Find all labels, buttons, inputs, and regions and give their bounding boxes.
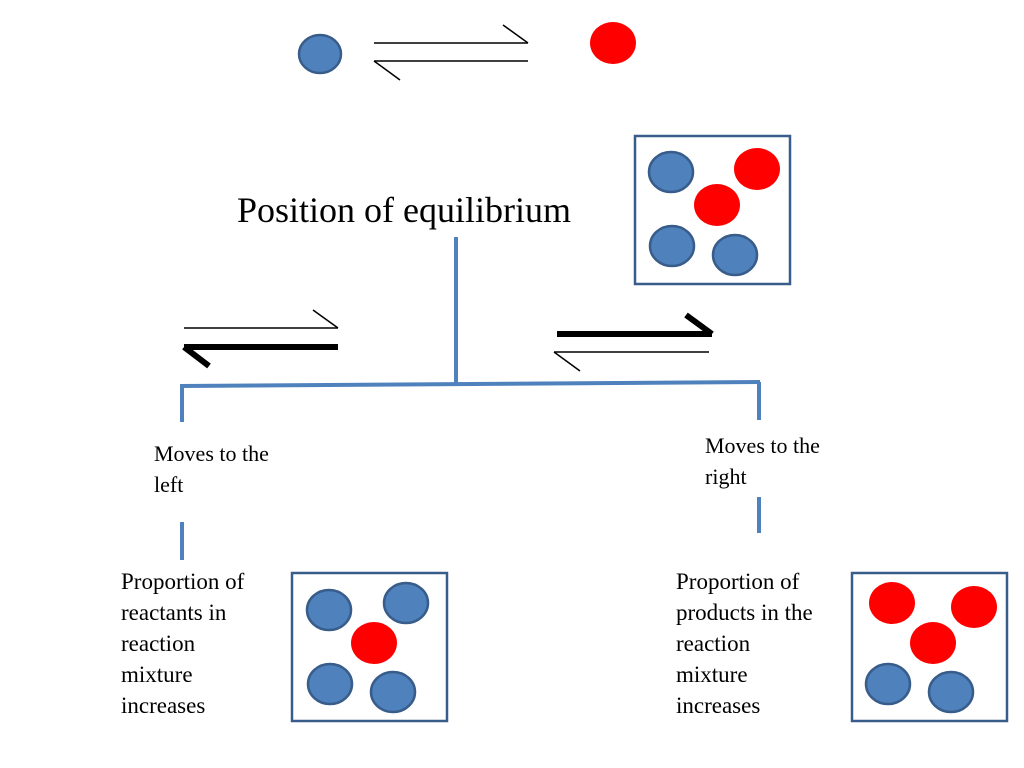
product-rich-box bbox=[850, 571, 1009, 723]
reactant-particle bbox=[927, 670, 975, 714]
reactant-increase-label: Proportion of reactants in reaction mixt… bbox=[121, 569, 245, 718]
product-particle bbox=[590, 22, 636, 64]
reactant-particle bbox=[369, 670, 417, 714]
branch-line bbox=[179, 380, 761, 388]
product-particle bbox=[351, 622, 397, 664]
reactant-rich-box bbox=[290, 571, 449, 723]
equilibrium-arrows-right-bold-icon bbox=[553, 312, 714, 372]
reactant-particle bbox=[647, 150, 695, 194]
reactant-particle bbox=[711, 233, 759, 277]
equilibrium-arrows-left-bold-icon bbox=[182, 309, 339, 369]
reactant-particle bbox=[648, 224, 696, 268]
product-particle bbox=[951, 586, 997, 628]
reactant-particle bbox=[306, 662, 354, 706]
product-particle bbox=[910, 622, 956, 664]
product-increase-label: Proportion of products in the reaction m… bbox=[676, 569, 813, 718]
tree-lines bbox=[179, 237, 761, 560]
equilibrium-mixture-box bbox=[633, 134, 792, 286]
reactant-particle bbox=[297, 33, 343, 75]
product-particle bbox=[734, 148, 780, 190]
top-reaction bbox=[297, 22, 636, 81]
equilibrium-arrows-icon bbox=[373, 24, 529, 81]
reactant-particle bbox=[382, 581, 430, 625]
reactant-particle bbox=[864, 662, 912, 706]
left-shift-label: Moves to the left bbox=[154, 441, 269, 497]
diagram-title: Position of equilibrium bbox=[237, 190, 572, 230]
reactant-particle bbox=[305, 588, 353, 632]
product-particle bbox=[869, 582, 915, 624]
right-shift-label: Moves to the right bbox=[705, 433, 820, 489]
product-particle bbox=[694, 184, 740, 226]
